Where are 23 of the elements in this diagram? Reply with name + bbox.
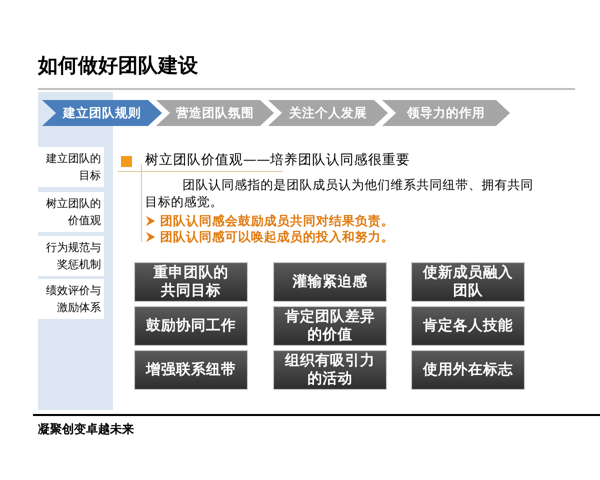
side-tab: 行为规范与奖惩机制 (38, 236, 104, 276)
side-tab: 建立团队的目标 (38, 147, 104, 187)
action-box: 灌输紧迫感 (273, 262, 387, 302)
bullet-text: 团队认同感会鼓励成员共同对结果负责。 (160, 213, 395, 229)
page-title: 如何做好团队建设 (38, 52, 199, 78)
footer-slogan: 凝聚创变卓越未来 (38, 421, 135, 438)
action-box: 重申团队的共同目标 (134, 262, 248, 302)
process-step: 营造团队氛围 (156, 100, 274, 126)
section-heading: 树立团队价值观——培养团队认同感很重要 (145, 151, 411, 169)
action-box: 肯定各人技能 (411, 306, 525, 346)
action-box: 肯定团队差异的价值 (273, 306, 387, 346)
side-tab: 树立团队的价值观 (38, 192, 104, 232)
side-tab: 绩效评价与激励体系 (38, 279, 104, 319)
body-paragraph: 团队认同感指的是团队成员认为他们维系共同纽带、拥有共同目标的感觉。 (145, 176, 534, 211)
process-step: 建立团队规则 (42, 100, 162, 126)
action-box: 鼓励协同工作 (134, 306, 248, 346)
action-box: 使新成员融入团队 (411, 262, 525, 302)
action-box: 增强联系纽带 (134, 350, 248, 390)
process-step: 领导力的作用 (382, 100, 510, 126)
process-step: 关注个人发展 (268, 100, 388, 126)
bullet-text: 团队认同感可以唤起成员的投入和努力。 (160, 229, 395, 245)
action-box: 组织有吸引力的活动 (273, 350, 387, 390)
action-box: 使用外在标志 (411, 350, 525, 390)
